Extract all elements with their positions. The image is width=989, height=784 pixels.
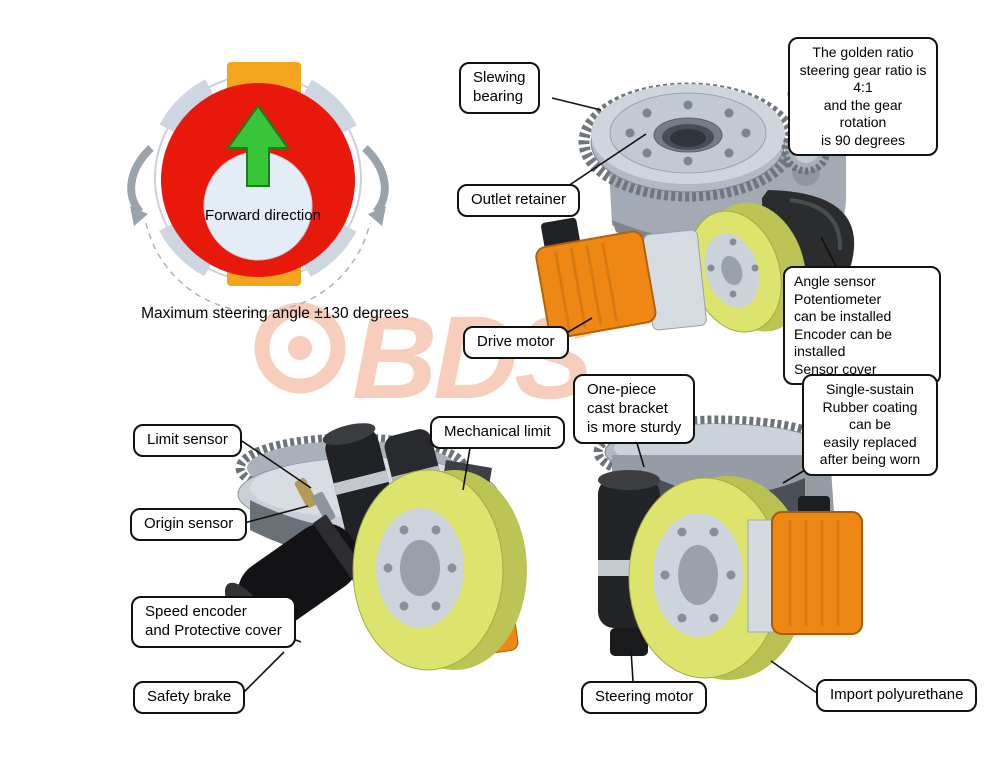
wheel-left-part [352,469,527,671]
rotate-left-arrow-icon [127,145,154,226]
rotate-right-arrow-icon [362,145,389,226]
drive-motor-right-part [771,496,863,635]
callout-limit-sensor: Limit sensor [133,424,242,457]
steering-angle-diagram [127,62,389,313]
callout-outlet-retainer: Outlet retainer [457,184,581,217]
callout-import-polyurethane: Import polyurethane [816,679,978,712]
callout-safety-brake: Safety brake [133,681,246,714]
callout-origin-sensor: Origin sensor [130,508,248,541]
drive-unit-left-view [224,423,527,671]
forward-arrow-icon [226,104,290,187]
drive-unit-top-view [535,76,855,339]
callout-single-sustain: Single-sustain Rubber coating can be eas… [802,374,938,476]
swing-arc [145,222,371,313]
slewing-bearing-part [578,82,798,202]
leader-lines [241,97,847,695]
callout-slewing-bearing: Slewing bearing [459,62,540,114]
callout-mechanical-limit: Mechanical limit [430,416,565,449]
max-steering-angle-caption: Maximum steering angle ±130 degrees [141,305,409,322]
callout-drive-motor: Drive motor [463,326,569,359]
drive-motor-part [535,217,657,339]
forward-direction-label: Forward direction [205,207,321,224]
callout-angle-sensor: Angle sensor Potentiometer can be instal… [783,266,941,385]
callout-cast-bracket: One-piece cast bracket is more sturdy [573,374,696,445]
callout-steering-motor: Steering motor [581,681,708,714]
callout-golden-ratio: The golden ratio steering gear ratio is … [788,37,938,156]
callout-speed-encoder: Speed encoder and Protective cover [131,596,296,648]
origin-sensor-part [312,491,336,523]
drive-unit-right-view [593,415,863,680]
limit-sensor-part [294,477,318,509]
steering-motor-part [598,470,660,656]
